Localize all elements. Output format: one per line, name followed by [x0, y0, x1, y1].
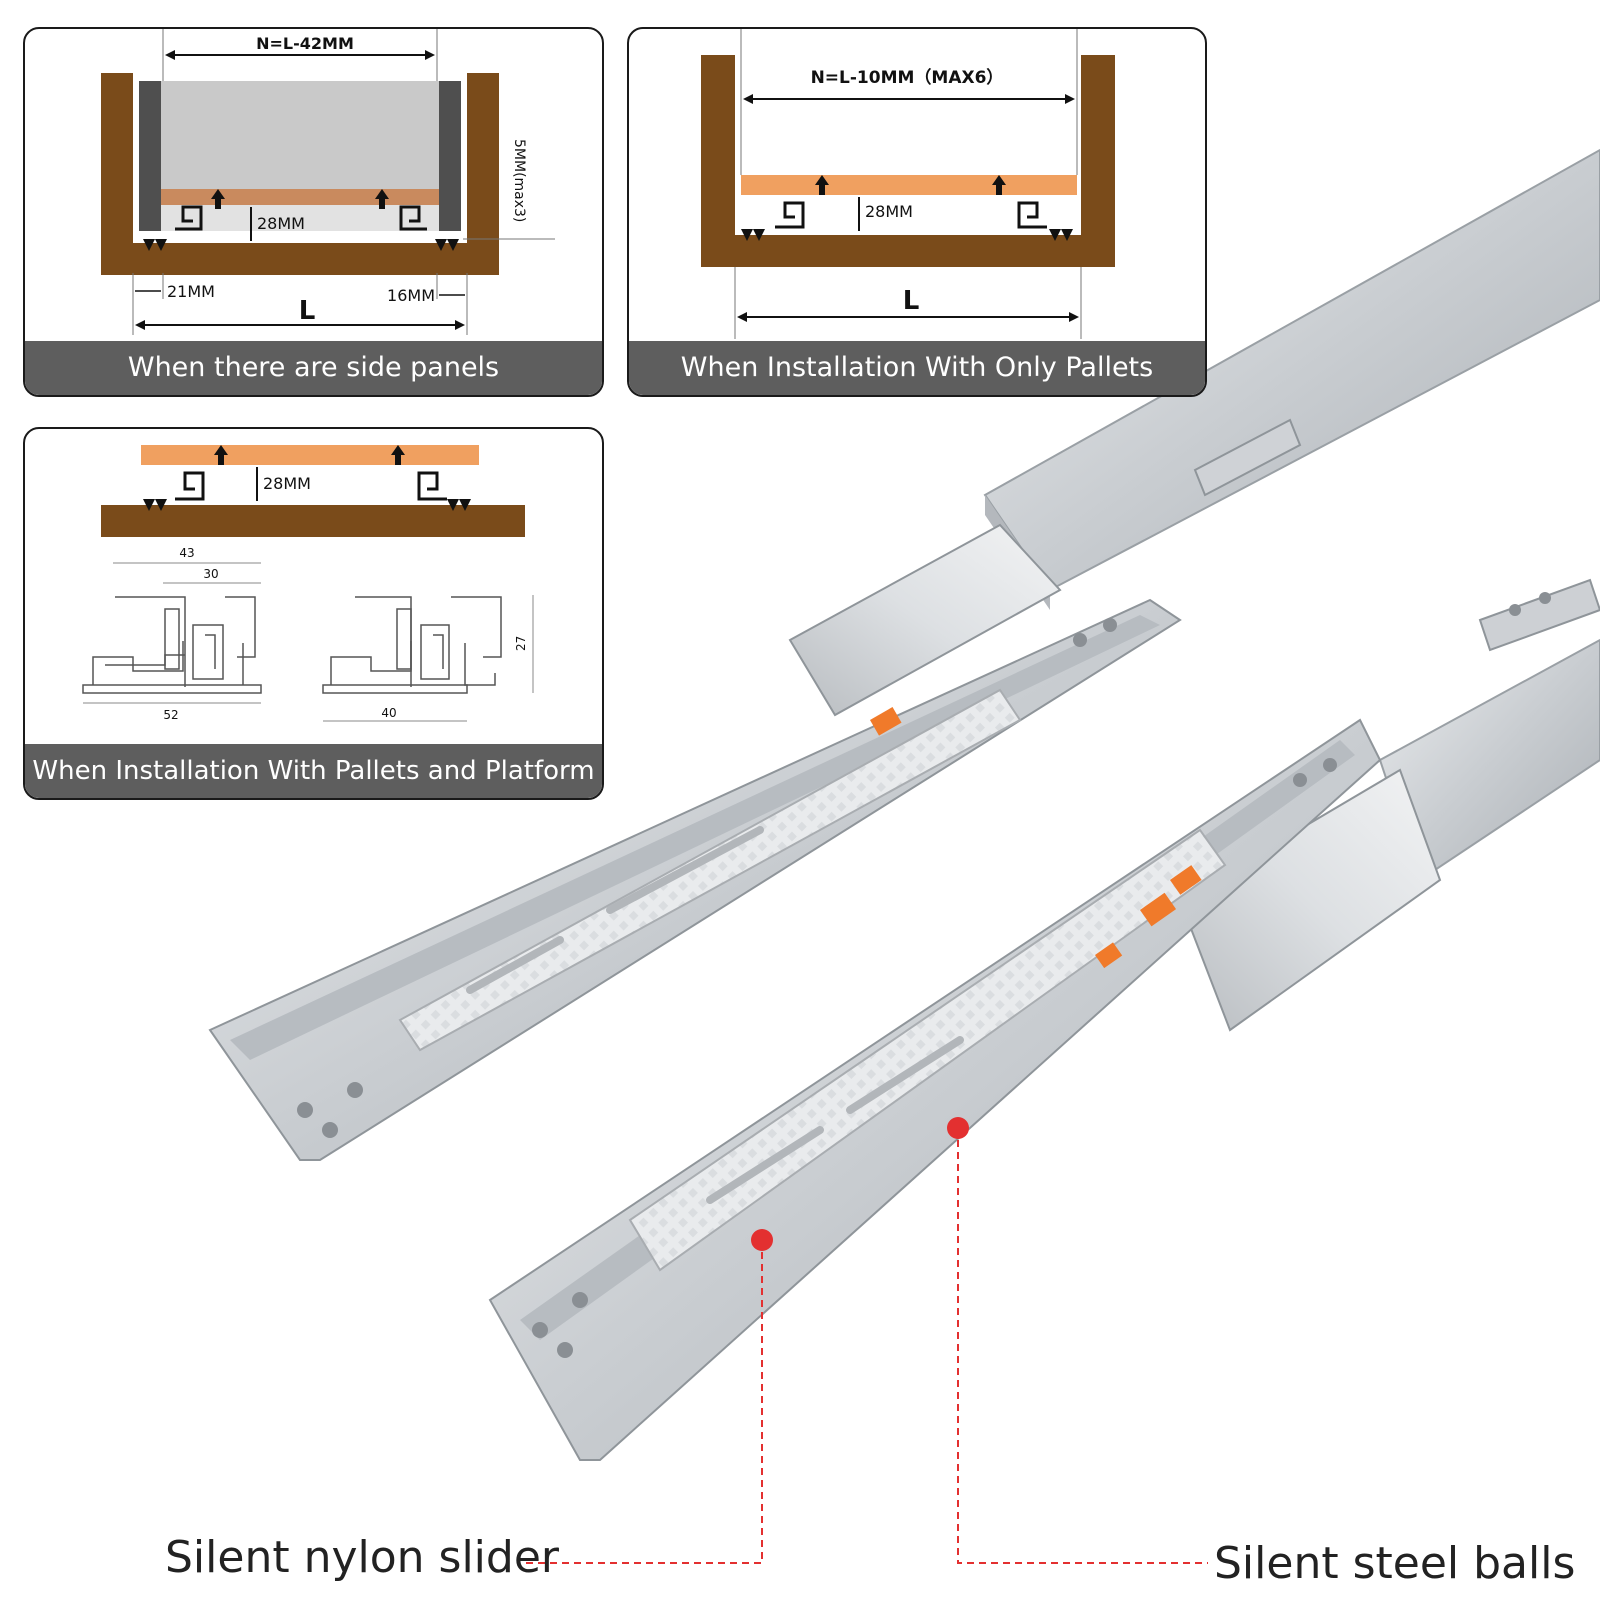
left-gap-label: 21MM	[167, 282, 215, 301]
nylon-slider-callout: Silent nylon slider	[165, 1532, 559, 1583]
callout-leaders	[524, 1117, 1208, 1564]
dim-30: 30	[203, 567, 218, 581]
panel-only-pallets: N=L-10MM（MAX6） 28MM L When Installation …	[627, 27, 1207, 397]
caption-only-pallets: When Installation With Only Pallets	[629, 341, 1205, 395]
n-label: N=L-42MM	[256, 34, 354, 53]
steel-balls-callout: Silent steel balls	[1214, 1538, 1576, 1589]
profile-drawing-left	[82, 596, 262, 694]
l-label: L	[903, 286, 920, 316]
upper-rail	[208, 148, 1600, 1161]
height-label: 28MM	[263, 474, 311, 493]
l-label: L	[299, 296, 316, 326]
panel-pallets-platform: 28MM 43 30 52	[23, 427, 604, 800]
dim-27: 27	[514, 636, 528, 651]
height-label: 28MM	[257, 214, 305, 233]
slide-rail-icon	[175, 205, 427, 231]
profile-drawing-right	[322, 596, 502, 694]
caption-pallets-platform: When Installation With Pallets and Platf…	[25, 744, 602, 798]
caption-side-panels: When there are side panels	[25, 341, 602, 395]
slide-rail-icon	[175, 471, 447, 501]
arrow-up-icon	[214, 445, 405, 465]
side-panels-diagram: N=L-42MM 28MM 5MM(max3) 21MM 16MM L	[101, 29, 555, 335]
screw-icon	[143, 239, 459, 251]
n-label: N=L-10MM（MAX6）	[811, 67, 1004, 88]
dim-40: 40	[381, 706, 396, 720]
only-pallets-diagram: N=L-10MM（MAX6） 28MM L	[701, 29, 1115, 339]
arrow-up-icon	[815, 175, 1006, 195]
screw-icon	[143, 499, 471, 511]
height-label: 28MM	[865, 202, 913, 221]
panel-side-panels: N=L-42MM 28MM 5MM(max3) 21MM 16MM L When…	[23, 27, 604, 397]
right-gap-label: 16MM	[387, 286, 435, 305]
lower-rail	[488, 578, 1600, 1461]
dim-43: 43	[179, 546, 194, 560]
slide-rail-icon	[775, 201, 1047, 229]
dim-52: 52	[163, 708, 178, 722]
arrow-up-icon	[211, 189, 389, 209]
pallets-platform-diagram: 28MM 43 30 52	[82, 445, 534, 722]
side-gap-label: 5MM(max3)	[511, 139, 527, 222]
screw-icon	[741, 229, 1073, 241]
